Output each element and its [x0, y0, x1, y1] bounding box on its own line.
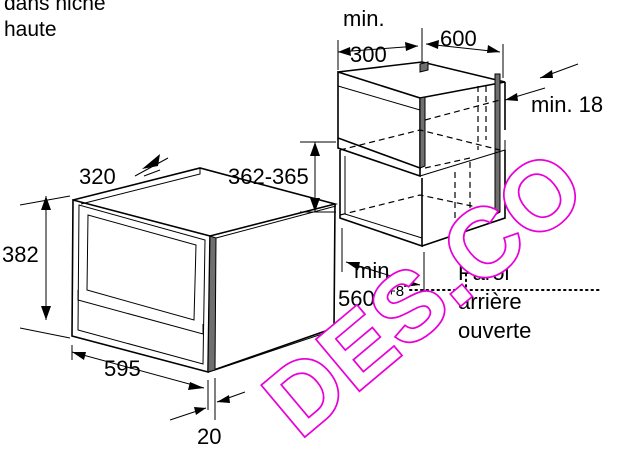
appliance-control-strip [77, 290, 204, 335]
appliance-height-label: 382 [2, 242, 39, 267]
dim-595: 595 [71, 345, 209, 410]
niche-depth-tolerance: +8 [387, 283, 404, 300]
niche-shelf [337, 138, 421, 178]
wall-label-line-3: ouverte [458, 318, 531, 343]
niche-lower-left [339, 150, 423, 248]
appliance-depth-label: 320 [79, 164, 116, 189]
header-line-2: haute [4, 18, 57, 41]
appliance-glass-window [86, 214, 197, 321]
appliance-front-frame [71, 198, 211, 374]
dim-382: 382 [2, 195, 71, 339]
niche-min-18-label: min. 18 [531, 92, 603, 117]
niche-depth-min-label: 560 [338, 286, 375, 311]
dim-min-18: min. 18 [504, 63, 603, 117]
appliance-front-depth-label: 20 [197, 424, 221, 448]
niche-upper-top [337, 61, 506, 99]
niche-min-label-bottom: min. [354, 258, 396, 283]
niche-min-label-top: min. [343, 6, 385, 31]
appliance-width-label: 595 [104, 356, 141, 381]
dim-362-365: 362-365 [228, 141, 336, 213]
dim-600: 600 [425, 26, 504, 78]
open-back-indicator [454, 237, 467, 291]
appliance-top-edge [80, 168, 201, 205]
niche-lower-bottom [421, 150, 506, 247]
niche-height-label: 362-365 [228, 164, 309, 189]
appliance-side-trim [207, 235, 217, 373]
dim-560: min. 560 +8 [338, 228, 425, 311]
dim-300: min. 300 [337, 6, 423, 70]
niche-width-min-label: 300 [350, 42, 387, 67]
niche-upper-front [337, 70, 421, 170]
appliance-front-inner [77, 204, 206, 365]
wall-label-line-1: Paroi [458, 260, 509, 285]
niche-depth-label: 600 [440, 26, 477, 51]
dim-20: 20 [169, 378, 246, 449]
niche-drawing [337, 61, 601, 291]
appliance-right-side [207, 203, 336, 373]
dim-320: 320 [79, 154, 169, 189]
wall-label-line-2: arrière [458, 289, 522, 314]
appliance-drawing [71, 167, 339, 374]
header-line-1: dans niche [4, 0, 106, 15]
appliance-top-face [72, 167, 339, 237]
